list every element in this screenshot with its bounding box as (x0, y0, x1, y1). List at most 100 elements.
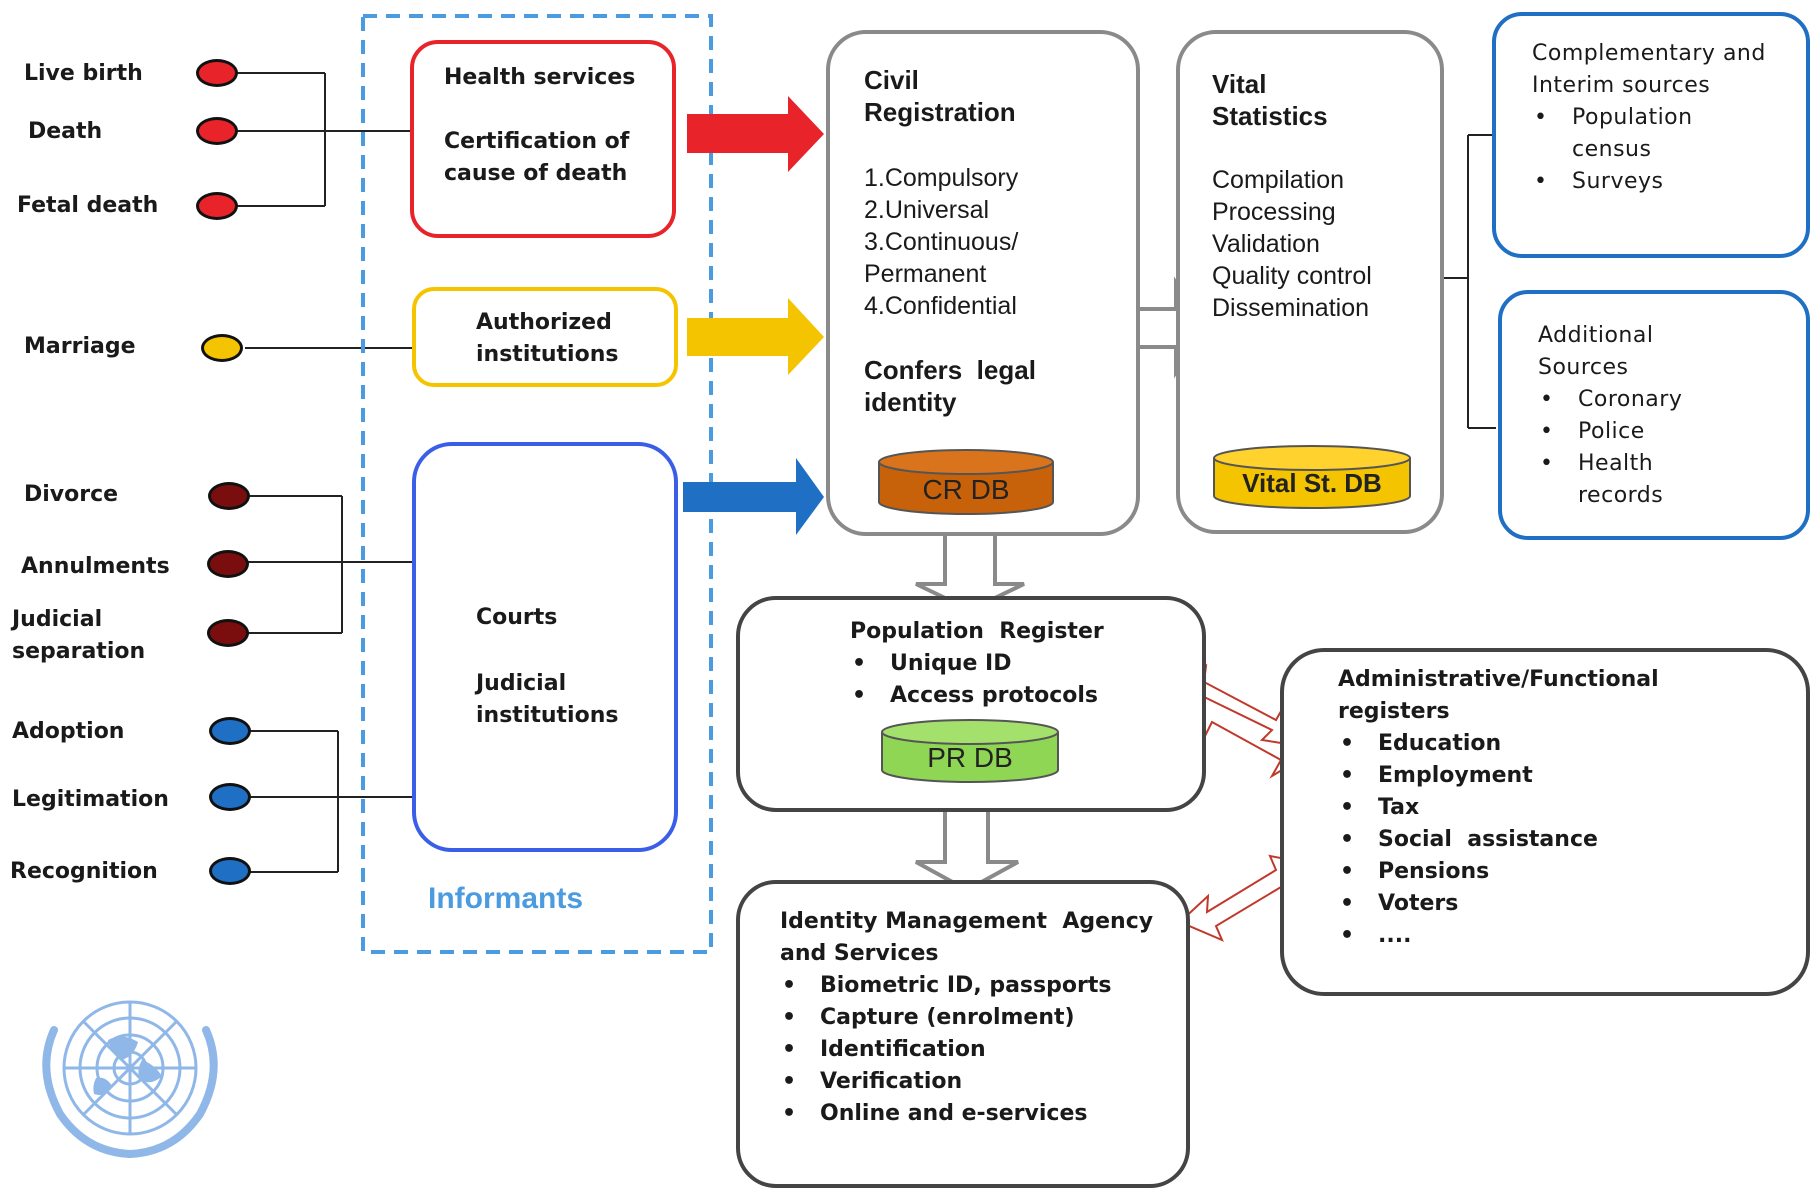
vs-item-4: Quality control (1212, 262, 1372, 290)
event-judicial-separation-1: Judicial (12, 607, 103, 632)
cr-confers-1: Confers legal (864, 355, 1036, 385)
vs-item-3: Validation (1212, 230, 1320, 258)
vs-db-label: Vital St. DB (1242, 468, 1382, 498)
event-death: Death (28, 119, 103, 144)
pr-db-label: PR DB (927, 742, 1013, 773)
admin-title-1: Administrative/Functional (1338, 667, 1659, 692)
vs-title-2: Statistics (1212, 101, 1328, 131)
authorized-label-1: Authorized (476, 310, 612, 335)
vs-db-cylinder: Vital St. DB (1212, 444, 1412, 510)
pr-db-cylinder: PR DB (880, 718, 1060, 784)
authorized-institutions-box: Authorized institutions (412, 287, 678, 387)
add-item-3b: records (1578, 483, 1664, 508)
judicial-separation-dot (207, 619, 249, 647)
authorized-label-2: institutions (476, 342, 619, 367)
red-arrow (687, 96, 824, 172)
cr-db-label: CR DB (922, 474, 1010, 505)
cr-db-cylinder: CR DB (877, 448, 1055, 516)
comp-item-1b: census (1572, 137, 1652, 162)
cr-item-5: 4.Confidential (864, 292, 1017, 320)
admin-item-4: •Social assistance (1340, 827, 1598, 852)
pr-item-2: •Access protocols (852, 683, 1099, 708)
identity-management-box: Identity Management Agency and Services … (736, 880, 1190, 1188)
event-adoption: Adoption (12, 719, 125, 744)
yellow-arrow (687, 298, 824, 375)
marriage-dot (201, 334, 243, 362)
admin-registers-box: Administrative/Functional registers •Edu… (1280, 648, 1810, 996)
cr-confers-2: identity (864, 387, 957, 417)
vs-title-1: Vital (1212, 69, 1267, 99)
pr-title: Population Register (850, 619, 1104, 644)
add-item-1: •Coronary (1540, 387, 1683, 412)
admin-list: •Education •Employment •Tax •Social assi… (1338, 728, 1598, 952)
im-title-2: and Services (780, 941, 939, 966)
comp-title-1: Complementary and (1532, 41, 1766, 66)
courts-label: Courts (476, 605, 558, 630)
comp-list: •Population census •Surveys (1532, 102, 1693, 198)
admin-item-2: •Employment (1340, 763, 1533, 788)
cr-principles: 1.Compulsory 2.Universal 3.Continuous/ P… (864, 162, 1018, 322)
recognition-dot (209, 857, 251, 885)
event-legitimation: Legitimation (12, 787, 169, 812)
un-emblem-icon (24, 990, 236, 1160)
blue-arrow (683, 458, 824, 535)
death-dot (196, 117, 238, 145)
admin-item-1: •Education (1340, 731, 1502, 756)
cr-item-3: 3.Continuous/ (864, 228, 1019, 256)
comp-title-2: Interim sources (1532, 73, 1711, 98)
admin-item-7: •.... (1340, 923, 1412, 948)
informants-label: Informants (428, 882, 584, 915)
cr-title-1: Civil (864, 65, 919, 95)
cr-item-4: Permanent (864, 260, 987, 288)
admin-item-3: •Tax (1340, 795, 1420, 820)
certification-label-2: cause of death (444, 161, 628, 186)
cr-item-2: 2.Universal (864, 196, 990, 224)
vs-steps: Compilation Processing Validation Qualit… (1212, 164, 1372, 324)
add-item-2: •Police (1540, 419, 1645, 444)
judicial-label-1: Judicial (476, 671, 567, 696)
fetal-death-dot (196, 192, 238, 220)
event-fetal-death: Fetal death (17, 193, 159, 218)
divorce-dot (208, 482, 250, 510)
add-item-3: •Health (1540, 451, 1654, 476)
event-marriage: Marriage (24, 334, 136, 359)
event-live-birth: Live birth (24, 61, 143, 86)
add-title-2: Sources (1538, 355, 1629, 380)
admin-item-5: •Pensions (1340, 859, 1490, 884)
event-recognition: Recognition (10, 859, 158, 884)
pr-list: •Unique ID •Access protocols (850, 648, 1098, 712)
additional-sources-box: Additional Sources •Coronary •Police •He… (1498, 290, 1810, 540)
im-item-1: •Biometric ID, passports (782, 973, 1112, 998)
admin-title-2: registers (1338, 699, 1450, 724)
im-item-4: •Verification (782, 1069, 963, 1094)
admin-item-6: •Voters (1340, 891, 1459, 916)
health-services-label: Health services (444, 65, 636, 90)
complementary-sources-box: Complementary and Interim sources •Popul… (1492, 12, 1810, 258)
im-list: •Biometric ID, passports •Capture (enrol… (780, 970, 1111, 1130)
im-item-3: •Identification (782, 1037, 986, 1062)
cr-title-2: Registration (864, 97, 1016, 127)
comp-item-2: •Surveys (1534, 169, 1664, 194)
im-item-5: •Online and e-services (782, 1101, 1088, 1126)
event-judicial-separation-2: separation (12, 639, 146, 664)
im-title-1: Identity Management Agency (780, 909, 1154, 934)
live-birth-dot (196, 59, 238, 87)
add-list: •Coronary •Police •Health records (1538, 384, 1682, 512)
im-item-2: •Capture (enrolment) (782, 1005, 1075, 1030)
vs-item-2: Processing (1212, 198, 1336, 226)
certification-label-1: Certification of (444, 129, 630, 154)
pr-to-im-arrow (915, 801, 1019, 893)
annulments-dot (207, 550, 249, 578)
vs-item-5: Dissemination (1212, 294, 1370, 322)
pr-item-1: •Unique ID (852, 651, 1012, 676)
legitimation-dot (209, 783, 251, 811)
vs-item-1: Compilation (1212, 166, 1345, 194)
adoption-dot (209, 717, 251, 745)
health-services-box: Health services Certification of cause o… (410, 40, 676, 238)
courts-box: Courts Judicial institutions (412, 442, 678, 852)
event-annulments: Annulments (21, 554, 170, 579)
event-divorce: Divorce (24, 482, 119, 507)
cr-item-1: 1.Compulsory (864, 164, 1019, 192)
add-title-1: Additional (1538, 323, 1654, 348)
comp-item-1: •Population (1534, 105, 1693, 130)
